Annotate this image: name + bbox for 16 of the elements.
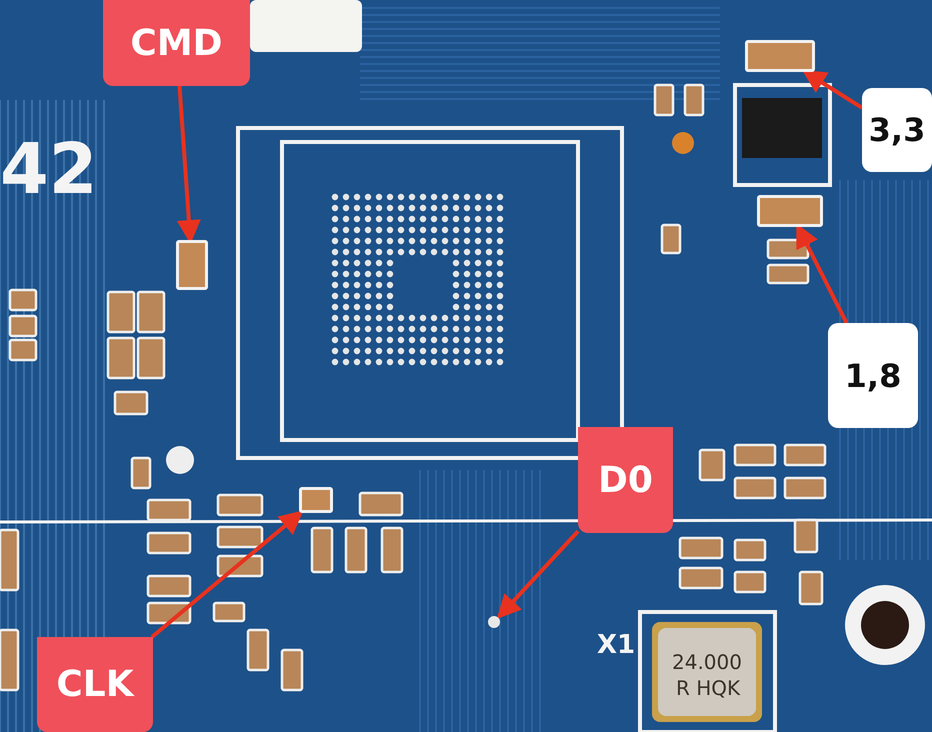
leader-arrow	[802, 70, 864, 110]
smd-capacitor	[757, 195, 823, 227]
callout-label: CLK	[37, 637, 153, 732]
leader-arrow	[496, 530, 580, 619]
callout-label: D0	[578, 427, 673, 533]
smd-pad	[176, 240, 208, 290]
callout-label: CMD	[103, 0, 250, 86]
callout-label: 1,8	[828, 323, 918, 428]
silkscreen-number: 42	[0, 128, 98, 210]
component-designator: X1	[597, 630, 636, 660]
crystal-marking: R HQK	[676, 676, 740, 700]
crystal-marking: 24.000	[672, 650, 742, 674]
leader-arrow	[150, 510, 304, 639]
callout-label: 3,3	[862, 88, 932, 172]
smd-capacitor	[745, 40, 815, 72]
smd-pad	[299, 487, 333, 513]
